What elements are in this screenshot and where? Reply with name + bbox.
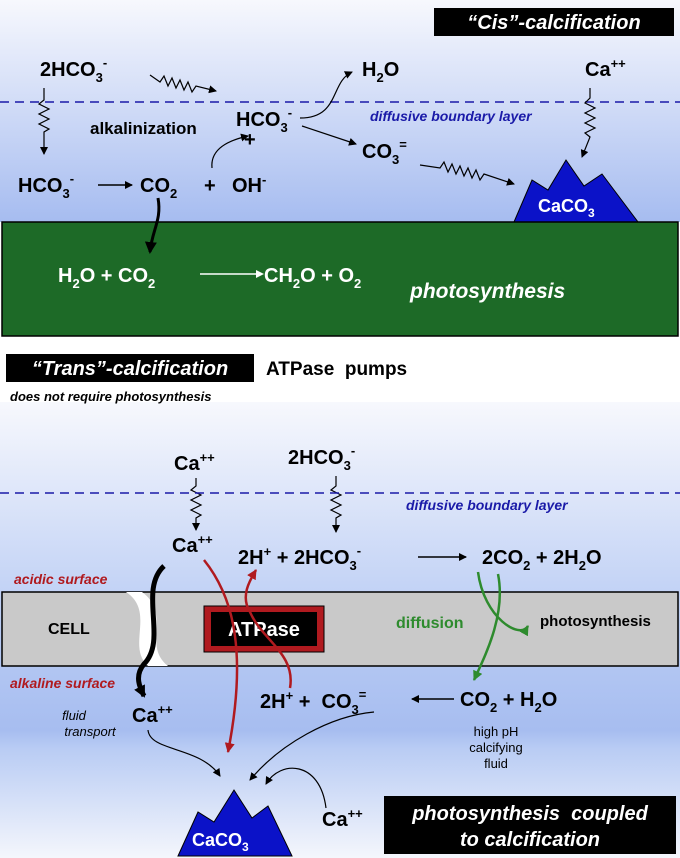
- trans-fluid: fluid: [62, 708, 87, 723]
- cis-caco3-label: CaCO3: [538, 196, 595, 220]
- trans-atpase-box[interactable]: [211, 612, 317, 646]
- trans-high-ph: high pH: [474, 724, 519, 739]
- trans-caco3-crystal: [177, 789, 293, 857]
- cis-squiggle-down-right: [580, 88, 597, 158]
- cis-panel: “Cis”-calcification diffusive boundary l…: [0, 0, 680, 337]
- trans-panel: “Trans”-calcification ATPase pumps does …: [0, 345, 680, 858]
- cis-plus-center: +: [244, 129, 256, 151]
- trans-boundary-label: diffusive boundary layer: [406, 497, 569, 513]
- trans-acidic-label: acidic surface: [14, 571, 108, 587]
- trans-calcifying: calcifying: [469, 740, 522, 755]
- trans-green-arrow-down: [472, 573, 502, 681]
- cis-title-box: [434, 8, 674, 36]
- cis-caco3-crystal: [513, 159, 639, 223]
- cis-alkalinization: alkalinization: [90, 119, 197, 138]
- cis-2hco3: 2HCO3-: [40, 55, 107, 85]
- trans-hco3-top: 2HCO3-: [288, 443, 355, 473]
- cis-ps-equation: H2O + CO2: [58, 265, 155, 291]
- cis-ps-products: CH2O + O2: [264, 265, 361, 291]
- cis-arrow-co2-into-cell: [144, 197, 161, 254]
- trans-eq1-left: 2H+ + 2HCO3-: [238, 543, 361, 573]
- trans-transport: transport: [64, 724, 117, 739]
- cis-co2: CO2: [140, 175, 177, 201]
- trans-diffusion-label: diffusion: [396, 615, 464, 632]
- trans-subtitle: does not require photosynthesis: [10, 389, 212, 404]
- cis-title: “Cis”-calcification: [467, 12, 640, 34]
- cis-arrow-to-h2o: [299, 71, 353, 119]
- trans-red-arrow-ca: [203, 559, 239, 753]
- trans-coupled-box: [384, 796, 676, 854]
- trans-cell-label: CELL: [48, 621, 90, 638]
- trans-green-arrow-ps: [476, 571, 530, 637]
- trans-arrow-caright-to-caco3: [265, 767, 327, 809]
- trans-atpase-label: ATPase: [228, 619, 300, 641]
- trans-pumps-label: ATPase pumps: [266, 359, 407, 380]
- trans-squiggle-hco3: [329, 476, 343, 533]
- cis-h2o: H2O: [362, 59, 399, 85]
- cis-squiggle-to-caco3: [419, 160, 515, 186]
- trans-coupled-line1: photosynthesis coupled: [411, 803, 648, 825]
- trans-ca-mid: Ca++: [172, 532, 213, 557]
- trans-ca-top: Ca++: [174, 450, 215, 475]
- cis-ca: Ca++: [585, 56, 626, 81]
- cis-oh: OH-: [232, 172, 266, 197]
- trans-eq1-right: 2CO2 + 2H2O: [482, 547, 602, 573]
- trans-ca-right: Ca++: [322, 806, 363, 831]
- trans-ca-transport-arrow: [134, 564, 166, 698]
- cis-arrow-to-co3: [301, 125, 357, 146]
- trans-title-box: [6, 354, 254, 382]
- cis-hco3-left: HCO3-: [18, 171, 74, 201]
- cis-cell: [1, 221, 679, 337]
- trans-fluid2: fluid: [484, 756, 508, 771]
- cis-ps-arrowhead: [256, 270, 264, 278]
- cis-plus-oh: +: [204, 175, 216, 197]
- trans-caco3-label: CaCO3: [192, 830, 249, 854]
- cis-squiggle-arrow-1: [149, 74, 217, 94]
- trans-ca-low: Ca++: [132, 702, 173, 727]
- trans-red-arrow-h: [244, 569, 292, 689]
- trans-ps-label: photosynthesis: [540, 613, 651, 630]
- trans-alkaline-label: alkaline surface: [10, 675, 115, 691]
- cis-co3: CO3=: [362, 137, 407, 167]
- trans-squiggle-ca: [189, 478, 203, 531]
- trans-cell-gap: [126, 592, 168, 666]
- cis-arrow-oh-to-hco3: [211, 133, 249, 169]
- trans-coupled-line2: to calcification: [460, 829, 600, 851]
- trans-arrow-co3-to-caco3: [249, 711, 375, 781]
- trans-arrow-ca-to-caco3: [147, 729, 221, 777]
- cis-ps-label: photosynthesis: [409, 280, 565, 303]
- cis-squiggle-down-left: [37, 88, 51, 155]
- trans-eq2-right: CO2 + H2O: [460, 689, 557, 715]
- cis-hco3-center: HCO3-: [236, 105, 292, 135]
- trans-title: “Trans”-calcification: [32, 358, 228, 380]
- trans-cell: [1, 591, 679, 667]
- trans-eq2-left: 2H+ + CO3=: [260, 687, 367, 717]
- cis-boundary-label: diffusive boundary layer: [370, 108, 533, 124]
